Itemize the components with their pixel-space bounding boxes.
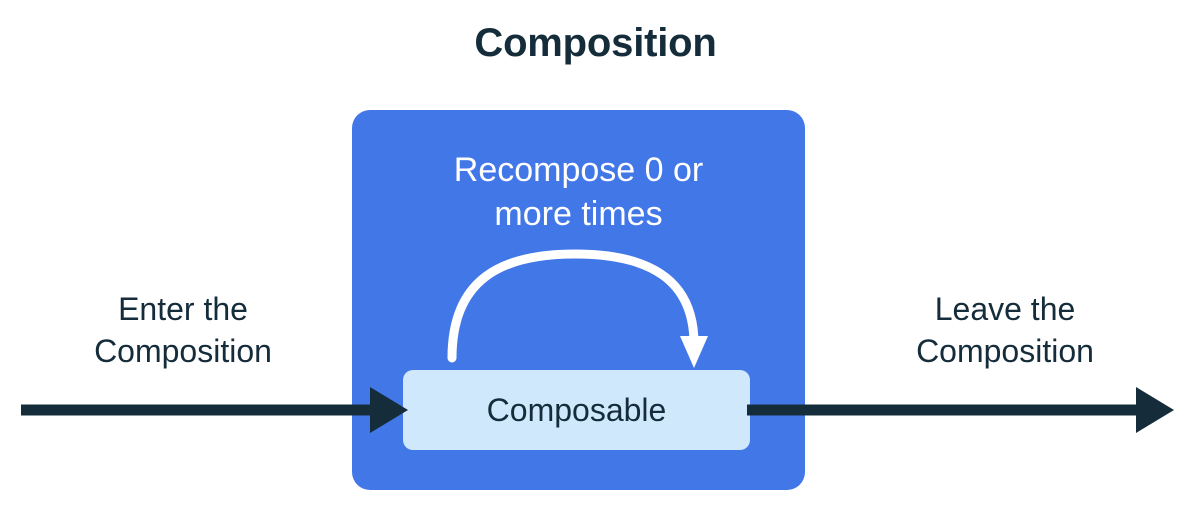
leave-composition-arrow-icon — [747, 387, 1174, 433]
enter-composition-arrow-icon — [21, 387, 408, 433]
enter-caption-line-2: Composition — [94, 333, 272, 369]
enter-composition-caption: Enter the Composition — [18, 288, 348, 372]
leave-caption-line-1: Leave the — [934, 291, 1076, 327]
recompose-loop-arrow-icon — [447, 249, 708, 368]
recompose-caption: Recompose 0 or more times — [352, 148, 805, 236]
leave-caption-line-2: Composition — [916, 333, 1094, 369]
recompose-caption-line-2: more times — [494, 195, 663, 233]
composable-label: Composable — [486, 392, 667, 428]
leave-composition-caption: Leave the Composition — [840, 288, 1170, 372]
composable-box: Composable — [403, 370, 750, 450]
recompose-caption-line-1: Recompose 0 or — [453, 151, 704, 189]
page-title: Composition — [474, 21, 717, 65]
enter-caption-line-1: Enter the — [118, 291, 248, 327]
